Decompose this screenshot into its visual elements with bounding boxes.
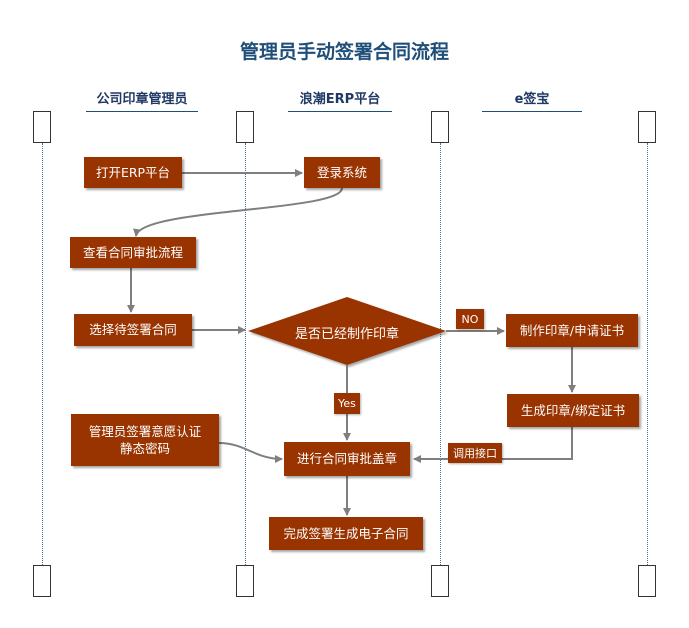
node-auth-line1: 管理员签署意愿认证	[88, 423, 202, 439]
node-view-flow: 查看合同审批流程	[70, 237, 196, 268]
node-login: 登录系统	[304, 157, 380, 188]
node-gen-seal: 生成印章/绑定证书	[507, 394, 639, 427]
lane-header-esign: e签宝	[482, 88, 582, 112]
lifeline-1	[42, 143, 43, 565]
lifeline-3	[440, 143, 441, 565]
lifeline-bottom-box-2	[236, 565, 254, 597]
lifeline-4	[647, 143, 648, 565]
label-no: NO	[456, 309, 484, 329]
edge-login-to-view	[133, 187, 343, 237]
node-approve: 进行合同审批盖章	[284, 442, 410, 476]
node-complete: 完成签署生成电子合同	[269, 517, 423, 550]
node-make-seal: 制作印章/申请证书	[506, 314, 638, 347]
lifeline-top-box-4	[638, 111, 656, 143]
lifeline-top-box-3	[431, 111, 449, 143]
lifeline-top-box-2	[236, 111, 254, 143]
lifeline-top-box-1	[33, 111, 51, 143]
node-auth-line2: 静态密码	[119, 441, 170, 456]
lifeline-bottom-box-4	[638, 565, 656, 597]
lane-header-seal-admin: 公司印章管理员	[86, 88, 198, 112]
decision-label: 是否已经制作印章	[294, 327, 399, 342]
node-select-contract: 选择待签署合同	[74, 314, 192, 346]
label-api: 调用接口	[448, 443, 502, 463]
lifeline-bottom-box-3	[431, 565, 449, 597]
edge-auth-to-approve	[218, 442, 283, 463]
lane-header-erp: 浪潮ERP平台	[288, 88, 392, 112]
node-auth: 管理员签署意愿认证 静态密码	[71, 414, 219, 466]
decision-diamond	[248, 297, 446, 365]
diagram-title: 管理员手动签署合同流程	[239, 41, 449, 63]
lifeline-bottom-box-1	[33, 565, 51, 597]
label-yes: Yes	[334, 393, 360, 414]
node-open-erp: 打开ERP平台	[84, 157, 182, 188]
lifeline-2	[245, 143, 246, 565]
